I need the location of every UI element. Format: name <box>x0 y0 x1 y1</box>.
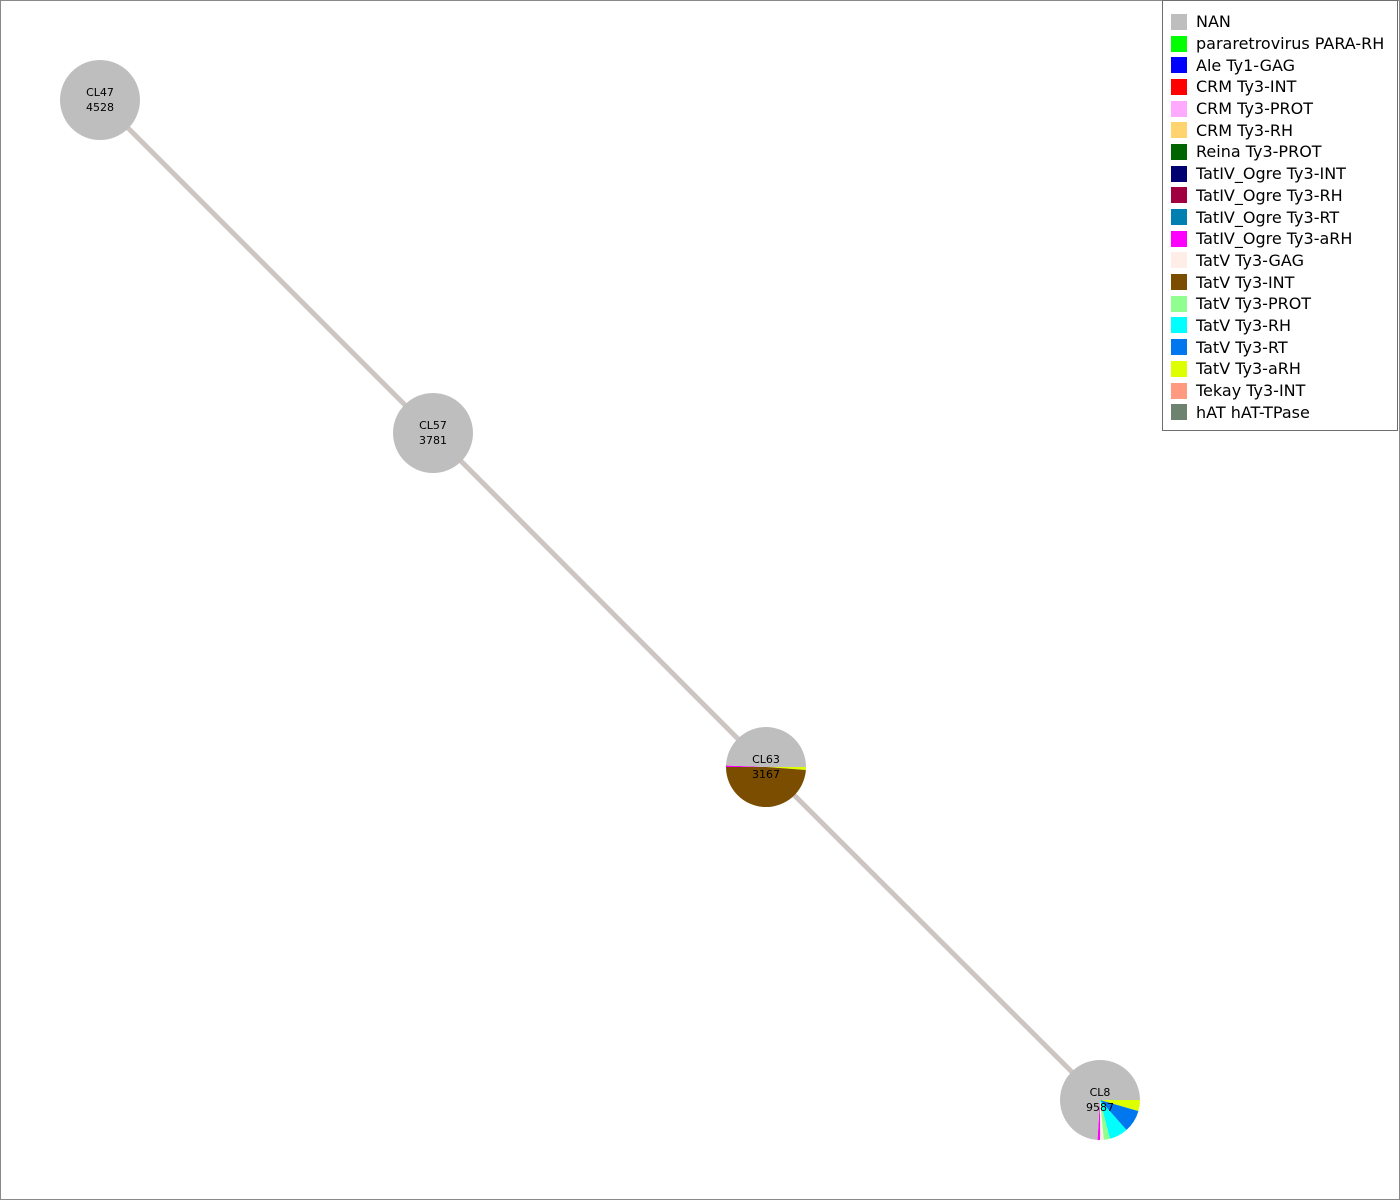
legend-label: NAN <box>1196 12 1231 32</box>
node-name: CL63 <box>752 753 780 766</box>
pie-slice <box>393 393 473 473</box>
edge-CL57-CL63 <box>431 431 768 769</box>
pie-slice <box>1100 1100 1140 1112</box>
legend-swatch <box>1171 13 1187 30</box>
node-CL63[interactable]: CL63 3167 <box>725 727 807 808</box>
legend-label: hAT hAT-TPase <box>1196 402 1310 422</box>
legend-item: hAT hAT-TPase <box>1163 401 1397 423</box>
legend-item: CRM Ty3-PROT <box>1163 98 1397 120</box>
pie-slice <box>60 60 140 140</box>
legend-label: CRM Ty3-INT <box>1196 77 1297 97</box>
legend-swatch <box>1171 382 1187 399</box>
node-CL57[interactable]: CL57 3781 <box>393 393 473 473</box>
legend-label: TatIV_Ogre Ty3-RT <box>1196 207 1340 227</box>
legend-item: TatIV_Ogre Ty3-INT <box>1163 163 1397 185</box>
pie-slice <box>766 767 807 771</box>
legend-item: CRM Ty3-RH <box>1163 119 1397 141</box>
node-name: CL8 <box>1090 1086 1111 1099</box>
legend-label: TatV Ty3-INT <box>1196 272 1295 292</box>
pie-slice <box>726 765 766 767</box>
legend-item: pararetrovirus PARA-RH <box>1163 33 1397 55</box>
pie-slice <box>1097 1100 1100 1140</box>
node-size: 9587 <box>1086 1101 1114 1114</box>
legend-item: TatV Ty3-RT <box>1163 336 1397 358</box>
legend-swatch <box>1171 404 1187 421</box>
legend-item: NAN <box>1163 11 1397 33</box>
pie-slice <box>725 767 806 808</box>
legend-swatch <box>1171 252 1187 269</box>
legend-item: TatV Ty3-GAG <box>1163 250 1397 272</box>
legend-swatch <box>1171 209 1187 226</box>
legend-item: TatIV_Ogre Ty3-aRH <box>1163 228 1397 250</box>
legend-swatch <box>1171 78 1187 95</box>
legend-label: TatV Ty3-RT <box>1196 337 1288 357</box>
pie-slice <box>1100 1100 1104 1140</box>
legend-swatch <box>1171 165 1187 182</box>
edge-CL47-CL57 <box>98 98 435 435</box>
legend-item: TatV Ty3-PROT <box>1163 293 1397 315</box>
legend-swatch <box>1171 122 1187 139</box>
pie-slice <box>1100 1100 1110 1140</box>
legend-item: Tekay Ty3-INT <box>1163 380 1397 402</box>
edges-layer <box>98 98 1102 1102</box>
legend-label: TatV Ty3-RH <box>1196 315 1292 335</box>
node-size: 4528 <box>86 101 114 114</box>
legend-item: TatV Ty3-aRH <box>1163 358 1397 380</box>
legend-label: Ale Ty1-GAG <box>1196 55 1296 75</box>
legend-swatch <box>1171 295 1187 312</box>
legend-label: CRM Ty3-PROT <box>1196 99 1314 119</box>
legend-swatch <box>1171 360 1187 377</box>
legend-item: TatIV_Ogre Ty3-RH <box>1163 185 1397 207</box>
legend-swatch <box>1171 339 1187 356</box>
legend-item: TatV Ty3-INT <box>1163 271 1397 293</box>
node-size: 3167 <box>752 768 780 781</box>
legend-swatch <box>1171 317 1187 334</box>
node-CL47[interactable]: CL47 4528 <box>60 60 140 140</box>
node-name: CL47 <box>86 86 114 99</box>
legend-label: Reina Ty3-PROT <box>1196 142 1322 162</box>
node-size: 3781 <box>419 434 447 447</box>
legend-swatch <box>1171 57 1187 74</box>
legend-swatch <box>1171 274 1187 291</box>
edge-CL63-CL8 <box>764 765 1102 1102</box>
pie-slice <box>1060 1059 1140 1140</box>
legend-swatch <box>1171 187 1187 204</box>
legend-label: TatV Ty3-aRH <box>1196 359 1301 379</box>
legend-label: pararetrovirus PARA-RH <box>1196 34 1385 54</box>
legend-item: CRM Ty3-INT <box>1163 76 1397 98</box>
legend-label: Tekay Ty3-INT <box>1196 381 1306 401</box>
legend-swatch <box>1171 143 1187 160</box>
legend-label: TatIV_Ogre Ty3-INT <box>1196 164 1346 184</box>
node-name: CL57 <box>419 419 447 432</box>
legend-item: TatIV_Ogre Ty3-RT <box>1163 206 1397 228</box>
legend-swatch <box>1171 230 1187 247</box>
legend-swatch <box>1171 100 1187 117</box>
legend-swatch <box>1171 35 1187 52</box>
legend-item: Ale Ty1-GAG <box>1163 54 1397 76</box>
pie-slice <box>1100 1100 1139 1130</box>
legend-label: TatIV_Ogre Ty3-aRH <box>1196 229 1353 249</box>
legend-label: TatIV_Ogre Ty3-RH <box>1196 185 1343 205</box>
legend-item: TatV Ty3-RH <box>1163 315 1397 337</box>
legend-label: TatV Ty3-PROT <box>1196 294 1312 314</box>
pie-slice <box>1100 1100 1127 1139</box>
legend-label: CRM Ty3-RH <box>1196 120 1294 140</box>
legend-label: TatV Ty3-GAG <box>1196 250 1304 270</box>
pie-slice <box>726 727 806 767</box>
node-CL8[interactable]: CL8 9587 <box>1060 1059 1140 1140</box>
legend-item: Reina Ty3-PROT <box>1163 141 1397 163</box>
